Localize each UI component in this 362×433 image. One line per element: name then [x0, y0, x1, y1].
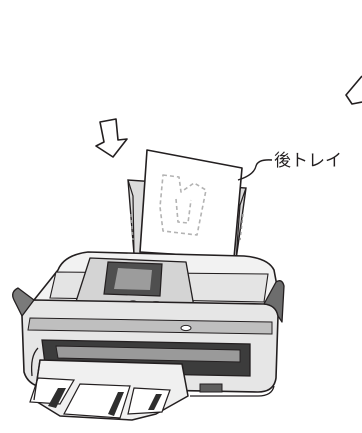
- cropped-shape: [345, 75, 362, 105]
- printer-side-band: [12, 287, 35, 317]
- printer-right-band: [263, 280, 285, 323]
- printer-front-strip: [27, 317, 273, 335]
- rear-tray-leader: [237, 159, 273, 181]
- output-tray: [29, 347, 189, 421]
- paper-load-symbol: [159, 174, 207, 236]
- down-arrow-icon: [95, 118, 128, 158]
- printer-base: [190, 385, 275, 397]
- rear-tray-label: 後トレイ: [274, 151, 342, 171]
- power-button: [180, 324, 192, 332]
- card-slot: [199, 383, 223, 393]
